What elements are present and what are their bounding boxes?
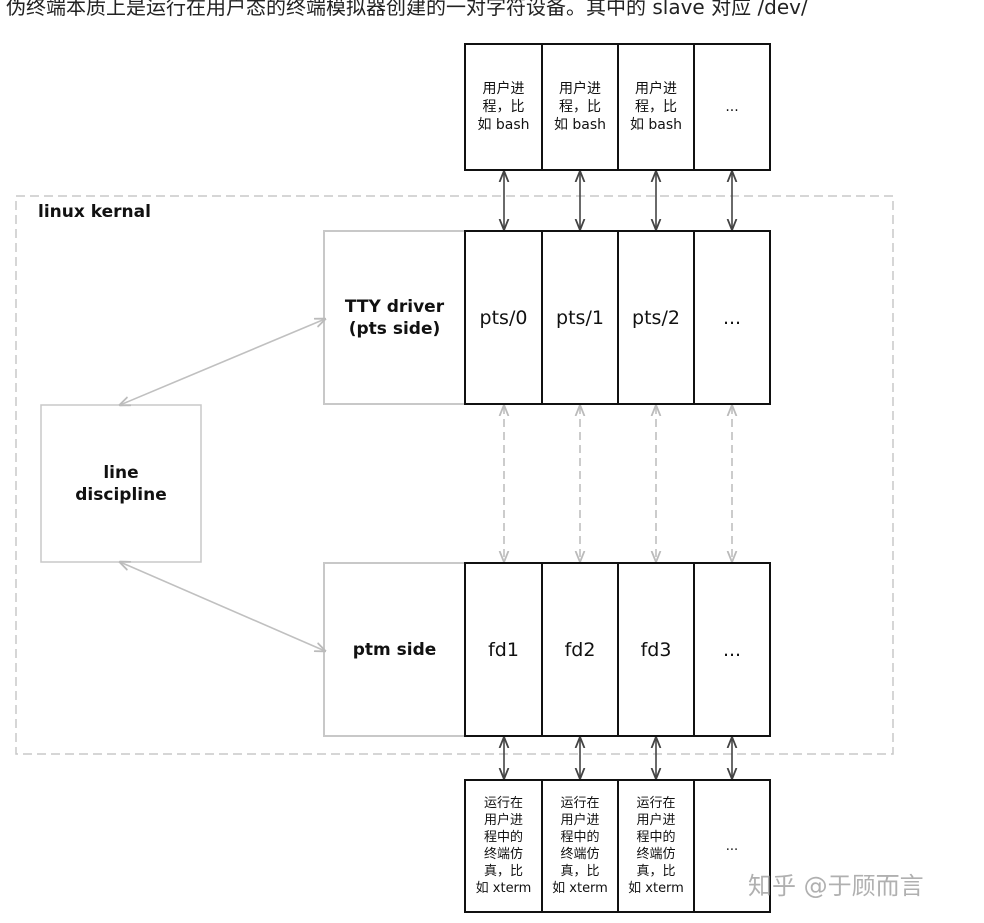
header-text: 伪终端本质上是运行在用户态的终端模拟器创建的一对字符设备。其中的 slave 对… (6, 0, 808, 19)
watermark: 知乎 @于顾而言 (748, 872, 924, 900)
fd-cell (464, 562, 543, 737)
line-discipline-box (40, 404, 202, 563)
fd-label: fd2 (564, 638, 596, 661)
terminal-emulator-label: 运行在 用户进 程中的 终端仿 真，比 如 xterm (552, 796, 608, 896)
terminal-emulator-cell (541, 779, 619, 913)
ptm-side-label: ptm side (352, 639, 437, 660)
user-process-cell (617, 43, 695, 171)
tty-driver-label: TTY driver (pts side) (344, 296, 445, 339)
user-process-cell (464, 43, 543, 171)
user-process-cell (541, 43, 619, 171)
pts-cell (693, 230, 771, 405)
user-process-cell (693, 43, 771, 171)
terminal-emulator-label: ... (725, 838, 739, 854)
user-pts-arrows (504, 172, 732, 229)
terminal-emulator-cells (464, 779, 771, 913)
fd-cell (541, 562, 619, 737)
terminal-emulator-cell (693, 779, 771, 913)
pts-label: pts/1 (556, 306, 604, 329)
user-process-label: 用户进 程，比 如 bash (477, 81, 530, 133)
user-process-cells (464, 43, 771, 171)
fd-label: ... (722, 638, 742, 661)
kernel-label: linux kernal (38, 202, 151, 222)
terminal-emulator-label: 运行在 用户进 程中的 终端仿 真，比 如 xterm (475, 796, 532, 896)
line-discipline-label: line discipline (75, 462, 167, 505)
fd-cell (617, 562, 695, 737)
fd-cells (464, 562, 771, 737)
fd-label: fd3 (640, 638, 672, 661)
terminal-emulator-cell (464, 779, 543, 913)
pts-label: pts/0 (479, 306, 528, 329)
terminal-emulator-label: 运行在 用户进 程中的 终端仿 真，比 如 xterm (628, 796, 684, 896)
kernel-boundary (15, 195, 894, 755)
pts-label: ... (722, 306, 742, 329)
terminal-emulator-cell (617, 779, 695, 913)
pts-label: pts/2 (632, 306, 680, 329)
user-process-label: 用户进 程，比 如 bash (553, 81, 607, 133)
user-process-label: 用户进 程，比 如 bash (629, 81, 683, 133)
pts-cells (464, 230, 771, 405)
line-discipline-arrows (120, 319, 325, 651)
fd-cell (693, 562, 771, 737)
user-process-label: ... (725, 99, 739, 115)
fd-emulator-arrows (504, 738, 732, 778)
pts-fd-dashed-arrows (504, 406, 732, 561)
fd-label: fd1 (488, 638, 519, 661)
pts-cell (617, 230, 695, 405)
arrow-ld-ptm (120, 562, 325, 651)
arrow-ld-tty (120, 319, 325, 405)
